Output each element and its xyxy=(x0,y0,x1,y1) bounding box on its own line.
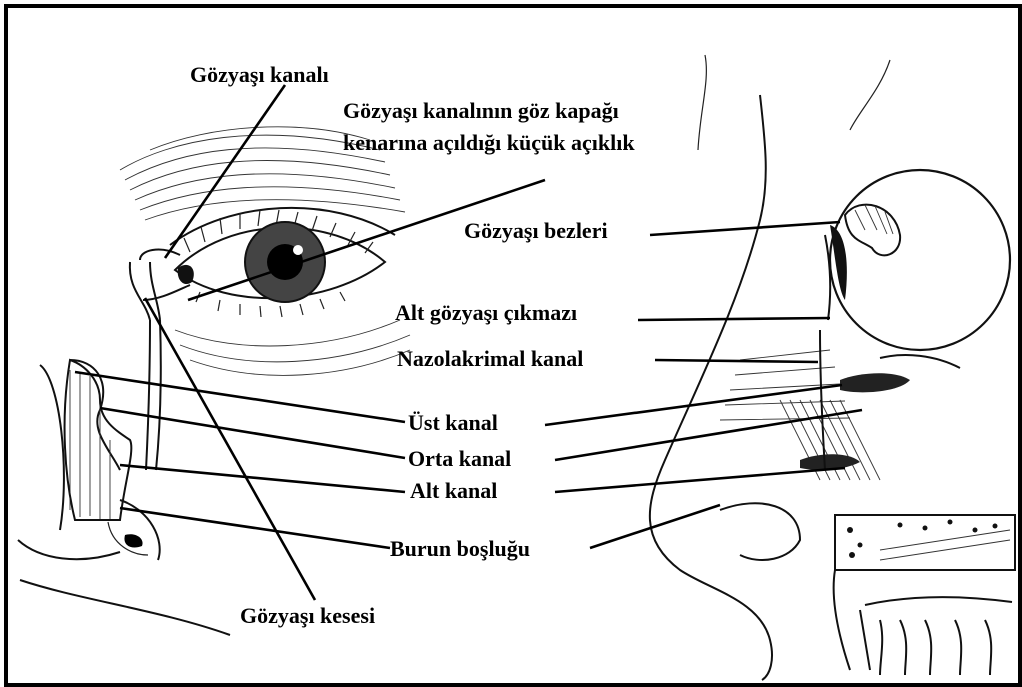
label-lacrimal-glands: Gözyaşı bezleri xyxy=(464,218,608,244)
eyeball-side xyxy=(825,170,1010,350)
nasal-wall-left xyxy=(18,360,230,635)
label-nasolacrimal-duct: Nazolakrimal kanal xyxy=(397,346,583,372)
eye-front xyxy=(170,208,410,376)
label-lacrimal-sac: Gözyaşı kesesi xyxy=(240,603,375,629)
label-tear-duct: Gözyaşı kanalı xyxy=(190,62,329,88)
leader-lines xyxy=(75,85,862,600)
label-middle-meatus: Orta kanal xyxy=(408,446,511,472)
nasal-turbinates xyxy=(720,330,960,480)
nostril xyxy=(720,503,800,560)
label-punctum-line2: kenarına açıldığı küçük açıklık xyxy=(343,130,635,156)
label-nasal-cavity: Burun boşluğu xyxy=(390,536,530,562)
label-upper-meatus: Üst kanal xyxy=(408,410,498,436)
face-profile xyxy=(650,55,890,680)
label-lower-fornix: Alt gözyaşı çıkmazı xyxy=(395,300,577,326)
maxilla-and-teeth xyxy=(834,515,1015,675)
label-lower-meatus: Alt kanal xyxy=(410,478,497,504)
label-punctum-line1: Gözyaşı kanalının göz kapağı xyxy=(343,98,619,124)
